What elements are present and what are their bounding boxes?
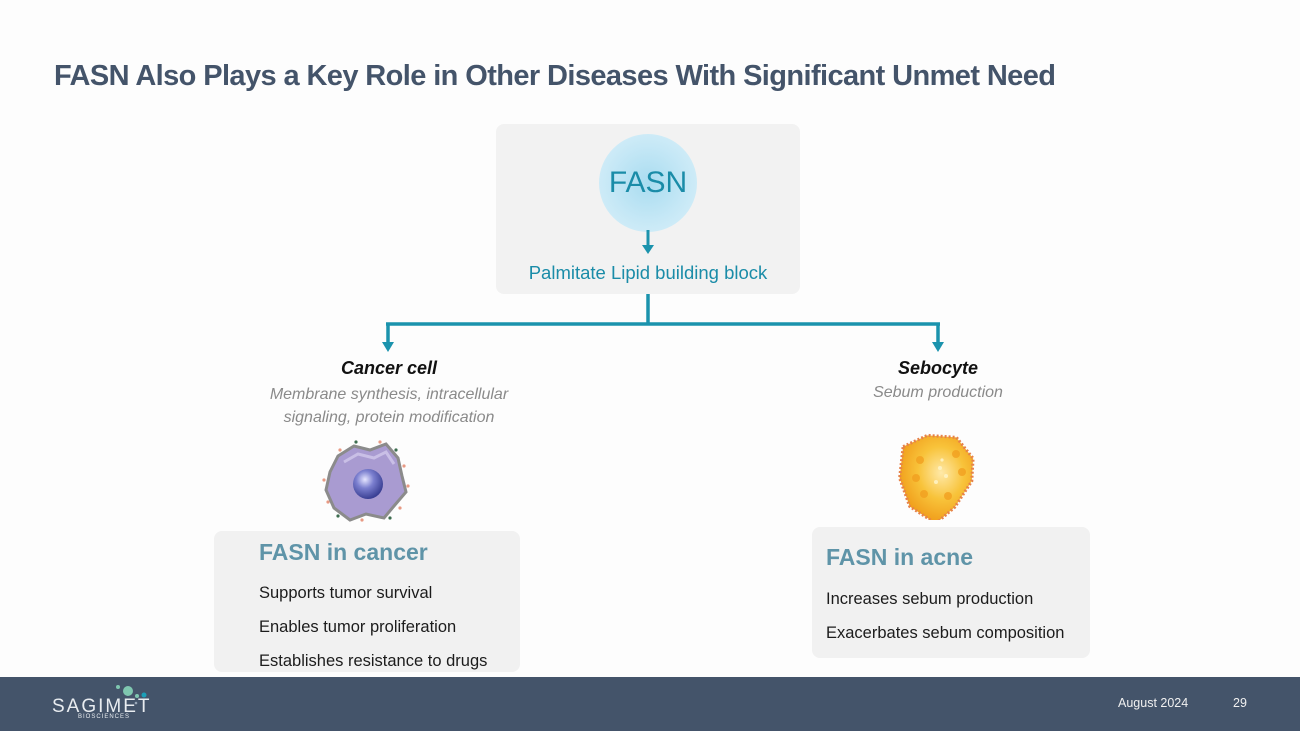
palmitate-label: Palmitate Lipid building block: [528, 262, 768, 283]
info-item: Supports tumor survival: [259, 584, 433, 602]
branch-subtitle-sebocyte: Sebum production: [788, 381, 1088, 404]
branch-title-cancer-cell: Cancer cell: [340, 358, 438, 378]
info-heading-cancer: FASN in cancer: [259, 539, 428, 565]
arrow-down-icon: [642, 230, 654, 254]
sebocyte-illustration: [898, 433, 975, 520]
page-number: 29: [1233, 696, 1247, 710]
logo-dots-icon: [116, 685, 147, 705]
cancer-cell-illustration: [322, 440, 410, 522]
slide-title: FASN Also Plays a Key Role in Other Dise…: [54, 60, 1056, 92]
subtitle-line: Membrane synthesis, intracellular: [269, 386, 509, 403]
info-item: Exacerbates sebum composition: [826, 624, 1065, 642]
info-heading-acne: FASN in acne: [826, 544, 973, 570]
company-logo-text: SAGIMET: [52, 696, 152, 717]
company-logo-subtext: BIOSCIENCES: [78, 714, 131, 720]
info-item: Enables tumor proliferation: [259, 618, 457, 636]
info-item: Increases sebum production: [826, 590, 1034, 608]
branch-title-sebocyte: Sebocyte: [897, 358, 979, 378]
footer-bar: [0, 677, 1300, 731]
info-box-acne: [812, 527, 1090, 658]
arrow-down-icon: [932, 342, 944, 352]
info-box-cancer: [214, 531, 520, 672]
branch-subtitle-cancer-cell: Membrane synthesis, intracellular signal…: [229, 383, 549, 429]
subtitle-line: signaling, protein modification: [283, 409, 495, 426]
fasn-circle: FASN: [599, 134, 697, 232]
arrow-down-icon: [382, 342, 394, 352]
info-item: Establishes resistance to drugs: [259, 652, 488, 670]
footer-date: August 2024: [1118, 696, 1189, 710]
fasn-label: FASN: [608, 166, 688, 199]
subtitle-line: Sebum production: [873, 384, 1003, 401]
